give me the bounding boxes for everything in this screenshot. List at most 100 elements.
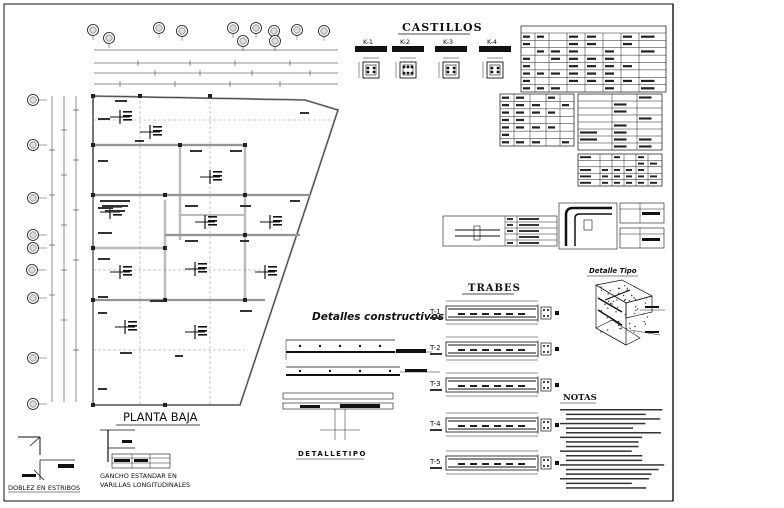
column-mark bbox=[91, 94, 95, 98]
plan-note-mark bbox=[100, 200, 130, 202]
grid-axis-bubble-K bbox=[318, 25, 330, 41]
plan-title: PLANTA BAJA bbox=[123, 410, 198, 424]
materials-table bbox=[499, 93, 575, 147]
plan-label-mark bbox=[115, 100, 127, 102]
beam-label: T-4 bbox=[429, 420, 441, 428]
column-mark bbox=[208, 94, 212, 98]
column-mark bbox=[163, 298, 167, 302]
sheet-border bbox=[3, 3, 674, 502]
plan-label-mark bbox=[190, 150, 202, 152]
rebar-bend-detail bbox=[558, 202, 618, 250]
beam-t-2: T-2 bbox=[429, 336, 559, 361]
column-mark bbox=[243, 193, 247, 197]
column-mark bbox=[243, 143, 247, 147]
beam-label: T-3 bbox=[429, 380, 441, 388]
plan-label-mark bbox=[98, 160, 108, 162]
detalle-tipo-3d: Detalle Tipo bbox=[587, 267, 665, 346]
small-tables-right bbox=[619, 202, 665, 249]
castillo-sections: K-1 K-2 K-3 K-4 bbox=[355, 38, 511, 79]
dimension-lines-top bbox=[94, 49, 338, 87]
plan-label-mark bbox=[98, 312, 107, 314]
column-mark bbox=[91, 246, 95, 250]
plan-label-mark bbox=[135, 140, 144, 142]
grid-axis-bubbles-top bbox=[87, 22, 330, 51]
plan-note-mark bbox=[102, 205, 128, 207]
grid-axis-bubble-F bbox=[237, 35, 249, 51]
plan-label-mark bbox=[240, 310, 252, 312]
castillos-section: CASTILLOS K-1 K-2 K-3 K-4 bbox=[355, 21, 511, 79]
construction-details: Detalles constructivos DETALLETIPO bbox=[282, 311, 444, 460]
plan-label-mark bbox=[98, 207, 113, 209]
plan-label-mark bbox=[240, 240, 249, 242]
column-mark bbox=[163, 246, 167, 250]
rebar-mark bbox=[255, 265, 277, 279]
tables bbox=[442, 25, 667, 250]
beam-label: T-1 bbox=[429, 308, 441, 316]
grid-axis-bubbles-left bbox=[26, 94, 47, 410]
gancho-label-line1: GANCHO ESTANDAR EN bbox=[100, 472, 177, 480]
plan-label-mark bbox=[185, 240, 198, 242]
doblez-label: DOBLEZ EN ESTRIBOS bbox=[8, 484, 80, 492]
beam-t-4: T-4 bbox=[429, 412, 559, 437]
plan-label-mark bbox=[98, 296, 108, 298]
beam-t-5: T-5 bbox=[429, 450, 559, 475]
rebar-mark bbox=[200, 170, 222, 184]
beam-label: T-5 bbox=[429, 458, 441, 466]
castillo-label: K-4 bbox=[487, 38, 497, 46]
grid-axis-bubble-A bbox=[87, 24, 99, 40]
trabes-title: TRABES bbox=[468, 283, 521, 294]
grid-axis-bubble-G bbox=[250, 22, 262, 38]
reinforcement-table-top-right bbox=[520, 25, 667, 93]
standard-hook-detail: GANCHO ESTANDAR EN VARILLAS LONGITUDINAL… bbox=[100, 429, 190, 489]
grid-axis-bubble-7 bbox=[27, 352, 47, 364]
plan-label-mark bbox=[300, 112, 309, 114]
rebar-mark bbox=[185, 325, 207, 339]
detalle-tipo-right-title: Detalle Tipo bbox=[589, 267, 637, 275]
plan-label-mark bbox=[98, 388, 107, 390]
castillo-label: K-3 bbox=[443, 38, 453, 46]
column-mark bbox=[163, 403, 167, 407]
plan-label-mark bbox=[98, 118, 110, 120]
notas-title: NOTAS bbox=[563, 393, 597, 403]
grid-axis-bubble-6 bbox=[27, 292, 47, 304]
grid-axis-bubble-J bbox=[291, 24, 303, 40]
plan-label-mark bbox=[230, 150, 242, 152]
plan-label-mark bbox=[98, 232, 112, 234]
castillo-k-4: K-4 bbox=[479, 38, 511, 79]
beam-label: T-2 bbox=[429, 344, 441, 352]
rebar-mark bbox=[260, 215, 282, 229]
castillo-k-2: K-2 bbox=[392, 38, 424, 79]
grid-axis-bubble-E bbox=[227, 22, 239, 38]
grid-axis-bubble-8 bbox=[27, 398, 47, 410]
column-mark bbox=[138, 94, 142, 98]
bottom-left-details: DOBLEZ EN ESTRIBOS GANCHO ESTANDAR EN VA… bbox=[8, 429, 190, 493]
grid-axis-bubble-9 bbox=[26, 264, 46, 276]
beam-t-1: T-1 bbox=[429, 300, 559, 325]
rebar-mark bbox=[110, 110, 132, 124]
trabes-section: TRABES T-1T-2T-3T-4T-5 bbox=[429, 283, 559, 475]
beam-t-3: T-3 bbox=[429, 372, 559, 397]
column-mark bbox=[243, 298, 247, 302]
rebar-mark bbox=[115, 320, 137, 334]
plan-label-mark bbox=[290, 200, 300, 202]
column-mark bbox=[91, 143, 95, 147]
gancho-label-line2: VARILLAS LONGITUDINALES bbox=[100, 481, 190, 489]
grid-axis-bubble-5 bbox=[27, 242, 47, 254]
details-title: Detalles constructivos bbox=[312, 311, 444, 323]
detalle-tipo-label: DETALLETIPO bbox=[298, 450, 367, 458]
plan-small-labels bbox=[91, 94, 309, 407]
floor-plan: PLANTA BAJA bbox=[26, 22, 340, 426]
building-outline bbox=[92, 95, 340, 406]
castillo-label: K-1 bbox=[363, 38, 373, 46]
plan-label-mark bbox=[98, 258, 110, 260]
plan-label-mark bbox=[120, 352, 132, 354]
grid-axis-bubble-C bbox=[153, 22, 165, 38]
notes-lines bbox=[560, 409, 665, 489]
grid-axis-bubble-D bbox=[176, 25, 188, 41]
castillos-title: CASTILLOS bbox=[402, 21, 483, 34]
grid-axis-bubble-H bbox=[268, 25, 280, 41]
castillo-k-1: K-1 bbox=[355, 38, 387, 79]
plan-label-mark bbox=[175, 355, 183, 357]
rebar-mark bbox=[110, 265, 132, 279]
